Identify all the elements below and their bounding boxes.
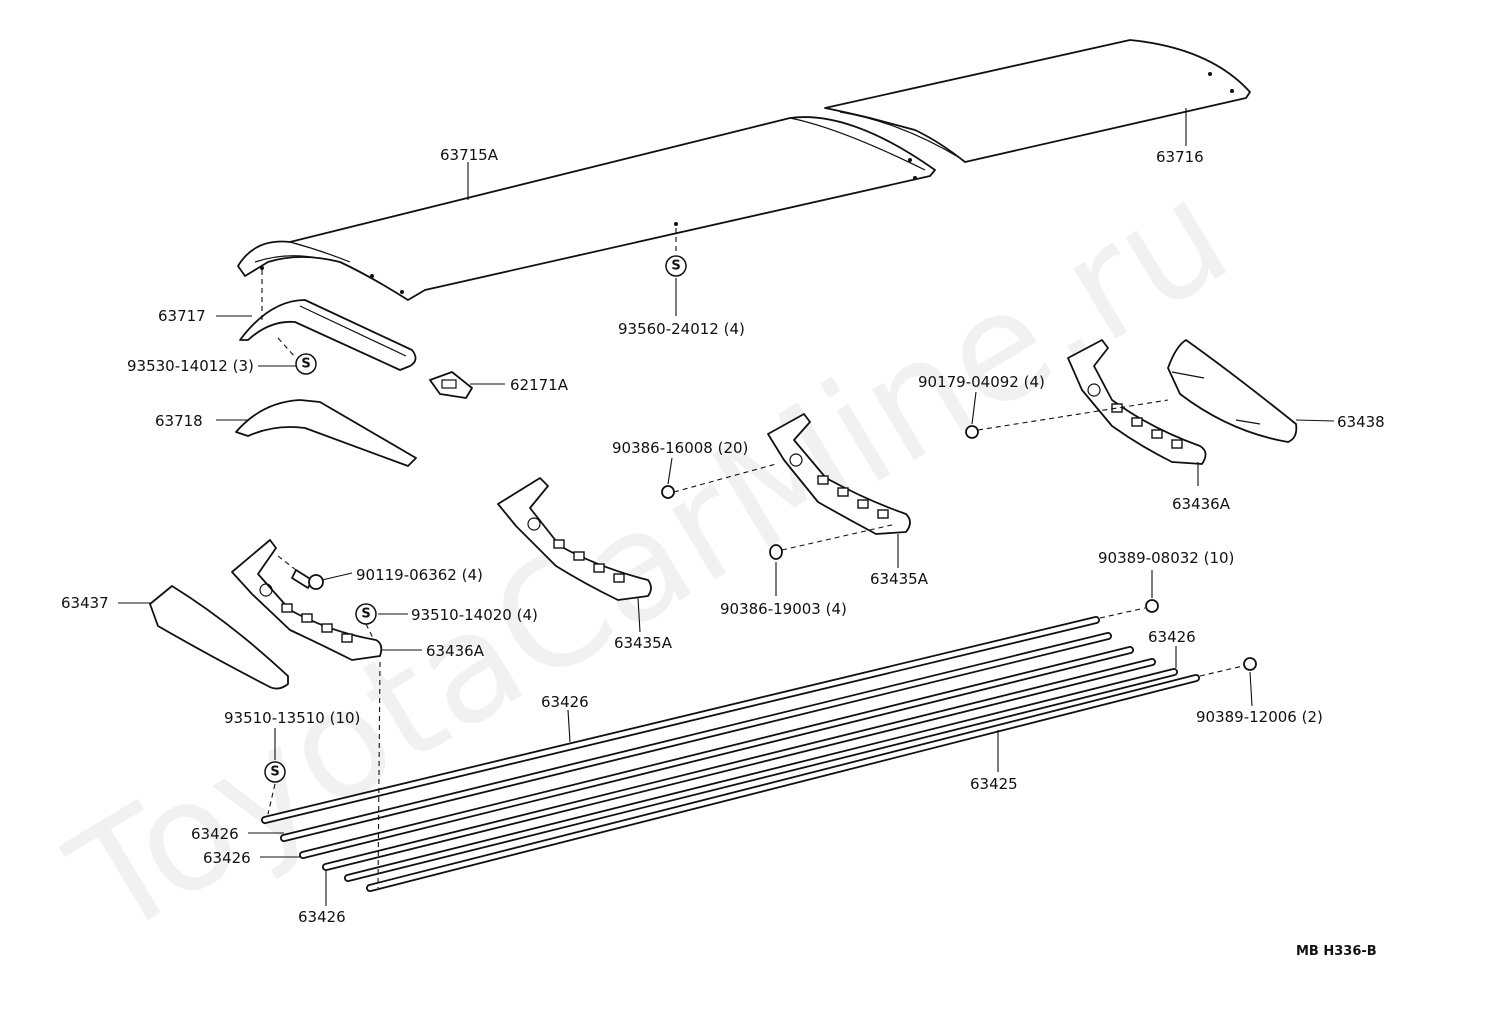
label-90389-12006: 90389-12006 (2) bbox=[1196, 708, 1323, 726]
label-90389-08032: 90389-08032 (10) bbox=[1098, 549, 1234, 567]
part-90386-19003-bushing bbox=[769, 544, 783, 560]
part-63435A-left-bracket bbox=[497, 477, 652, 601]
label-63426-left-a: 63426 bbox=[191, 825, 239, 843]
label-63436A-right: 63436A bbox=[1172, 495, 1231, 513]
diagram-code: MB H336-B bbox=[1296, 944, 1377, 959]
part-62171A-clip bbox=[429, 371, 473, 399]
leader-lines bbox=[118, 108, 1335, 906]
part-labels: 63715A 63716 63717 93530-14012 (3) 62171… bbox=[61, 146, 1385, 959]
part-63435A-center-bracket bbox=[767, 413, 911, 535]
label-63435A-center: 63435A bbox=[870, 570, 929, 588]
s-symbol-93510-13510: S bbox=[264, 761, 286, 783]
label-63438: 63438 bbox=[1337, 413, 1385, 431]
label-63425: 63425 bbox=[970, 775, 1018, 793]
label-63426-upper-right: 63426 bbox=[1148, 628, 1196, 646]
part-63436A-left-bracket bbox=[231, 539, 383, 661]
label-63718: 63718 bbox=[155, 412, 203, 430]
label-90119-06362: 90119-06362 (4) bbox=[356, 566, 483, 584]
watermark-text: ToyotaCarMine.ru bbox=[43, 147, 1257, 972]
label-63715A: 63715A bbox=[440, 146, 499, 164]
label-63426-bottom: 63426 bbox=[298, 908, 346, 926]
part-63438-end-cap bbox=[1167, 339, 1298, 443]
part-63716-roof-rear bbox=[824, 39, 1251, 163]
svg-text:S: S bbox=[301, 357, 310, 372]
label-63435A-left: 63435A bbox=[614, 634, 673, 652]
label-93530-14012: 93530-14012 (3) bbox=[127, 357, 254, 375]
s-symbol-93530: S bbox=[295, 353, 317, 375]
label-63716: 63716 bbox=[1156, 148, 1204, 166]
label-90386-16008: 90386-16008 (20) bbox=[612, 439, 748, 457]
svg-text:S: S bbox=[361, 607, 370, 622]
s-symbol-93510-14020: S bbox=[355, 603, 377, 625]
svg-text:S: S bbox=[671, 259, 680, 274]
part-90389-12006-clip bbox=[1243, 657, 1257, 671]
label-63426-left-b: 63426 bbox=[203, 849, 251, 867]
part-90179-nut bbox=[965, 425, 979, 439]
label-62171A: 62171A bbox=[510, 376, 569, 394]
label-63426-top: 63426 bbox=[541, 693, 589, 711]
part-63436A-right-bracket bbox=[1067, 339, 1207, 465]
label-63436A-left: 63436A bbox=[426, 642, 485, 660]
assembly-dashed-lines bbox=[261, 228, 1244, 889]
part-90119-bolt bbox=[291, 569, 324, 590]
label-63437: 63437 bbox=[61, 594, 109, 612]
part-63426-63425-rods bbox=[261, 616, 1200, 892]
label-63717: 63717 bbox=[158, 307, 206, 325]
part-63437-end-cap bbox=[149, 585, 289, 690]
label-93560-24012: 93560-24012 (4) bbox=[618, 320, 745, 338]
svg-text:S: S bbox=[270, 765, 279, 780]
s-symbol-93560: S bbox=[665, 255, 687, 277]
part-63717-bracket-cover bbox=[239, 299, 417, 371]
label-90386-19003: 90386-19003 (4) bbox=[720, 600, 847, 618]
label-93510-14020: 93510-14020 (4) bbox=[411, 606, 538, 624]
part-90386-16008-bushing bbox=[661, 485, 675, 499]
label-90179-04092: 90179-04092 (4) bbox=[918, 373, 1045, 391]
part-63718-bracket-cover bbox=[235, 399, 417, 467]
label-93510-13510: 93510-13510 (10) bbox=[224, 709, 360, 727]
part-90389-08032-clip bbox=[1145, 599, 1159, 613]
part-63715A-roof-front bbox=[237, 116, 936, 301]
